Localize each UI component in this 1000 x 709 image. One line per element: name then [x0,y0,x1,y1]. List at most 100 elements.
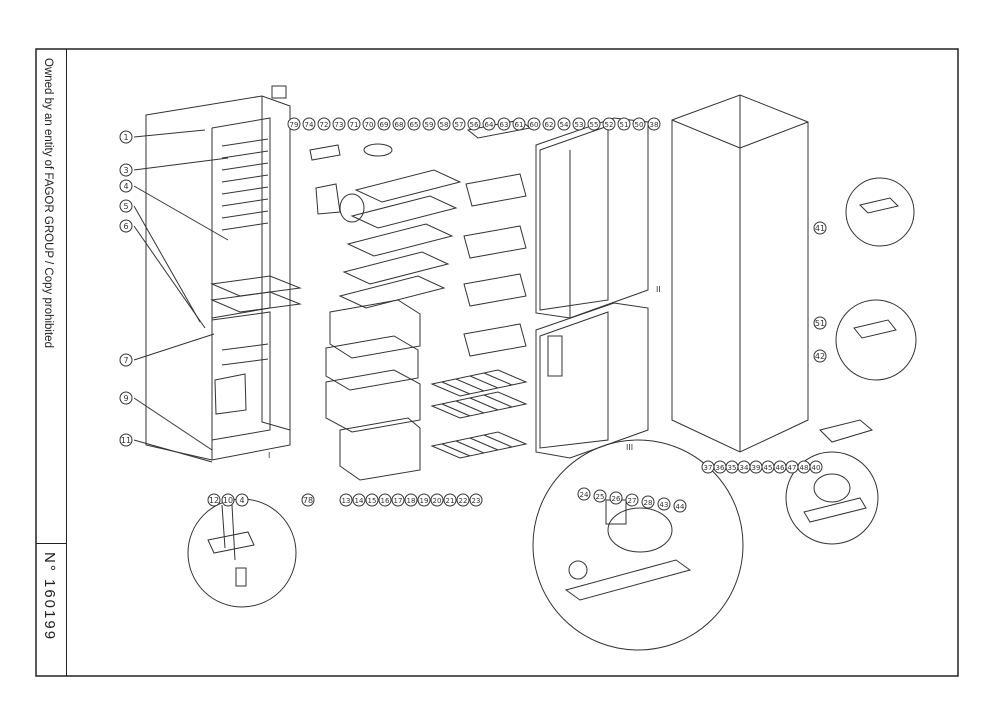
fridge-cabinet-open [145,95,302,461]
callout-circle [657,497,671,511]
callout-circle [577,487,591,501]
callout-circle [602,117,616,131]
callout-circle [527,117,541,131]
callout-65: 65 [410,121,419,129]
callout-circle [430,493,444,507]
callout-17: 17 [394,497,403,505]
callout-57: 57 [455,121,464,129]
callout-circle [456,493,470,507]
callout-61: 61 [515,121,524,129]
callout-58: 58 [440,121,449,129]
callout-79: 79 [290,121,299,129]
callout-circle [641,495,655,509]
detail-mark-iii: III [626,443,633,452]
callout-51: 51 [815,319,825,328]
callout-circle [542,117,556,131]
callout-circle [302,117,316,131]
callout-circle [809,460,823,474]
callout-circle [647,117,661,131]
callout-68: 68 [395,121,404,129]
callout-42: 42 [815,352,825,361]
callout-71: 71 [350,121,359,129]
callout-74: 74 [305,121,314,129]
callout-circle [332,117,346,131]
fridge-cabinet-closed [671,94,809,453]
callout-circle [452,117,466,131]
callout-circle [392,117,406,131]
callout-47: 47 [788,464,797,472]
callout-5: 5 [123,202,128,211]
callout-circle [572,117,586,131]
detail-mark-i: I [268,451,270,460]
callout-21: 21 [446,497,455,505]
callout-circle [673,499,687,513]
callout-25: 25 [596,493,605,501]
callout-9: 9 [123,394,128,403]
callout-circle [557,117,571,131]
callout-51: 51 [620,121,629,129]
callout-circle [365,493,379,507]
callout-48: 48 [800,464,809,472]
drawing-frame [35,48,959,677]
callout-circle [347,117,361,131]
callout-13: 13 [342,497,351,505]
callout-6: 6 [123,222,128,231]
callout-circle [467,117,481,131]
callout-63: 63 [500,121,509,129]
callout-15: 15 [368,497,377,505]
callout-3: 3 [123,166,128,175]
callout-24: 24 [580,491,589,499]
callout-53: 53 [575,121,584,129]
callout-circle [593,489,607,503]
callout-4: 4 [123,182,128,191]
callout-35: 35 [728,464,737,472]
callout-circle [317,117,331,131]
callout-54: 54 [560,121,569,129]
callout-circle [497,117,511,131]
callout-43: 43 [660,501,669,509]
callout-38: 38 [650,121,659,129]
callout-20: 20 [433,497,442,505]
title-block-divider [36,543,66,544]
callout-circle [339,493,353,507]
callout-62: 62 [545,121,554,129]
callout-55: 55 [590,121,599,129]
callout-16: 16 [381,497,390,505]
detail-mark-ii: II [656,285,661,294]
callout-18: 18 [407,497,416,505]
callout-44: 44 [676,503,685,511]
crisper-drawers [325,299,421,481]
callout-circle [407,117,421,131]
callout-10: 10 [223,496,233,505]
callout-19: 19 [420,497,429,505]
callout-1: 1 [123,133,128,142]
title-block-band [36,49,67,676]
callout-7: 7 [123,356,128,365]
callout-23: 23 [472,497,481,505]
callout-64: 64 [485,121,494,129]
callout-39: 39 [752,464,761,472]
door-bins [463,119,532,357]
callout-14: 14 [355,497,364,505]
callout-4b: 4 [239,496,244,505]
callout-circle [617,117,631,131]
fridge-door-upper [535,117,649,319]
callout-circle [625,493,639,507]
callout-circle [422,117,436,131]
callout-59: 59 [425,121,434,129]
glass-shelves [338,169,462,309]
callout-circle [469,493,483,507]
callout-circle [391,493,405,507]
document-number: N° 160199 [41,552,58,642]
callout-circle [404,493,418,507]
ownership-note: Owned by an entity of FAGOR GROUP / Copy… [42,58,54,348]
callout-52: 52 [605,121,614,129]
callout-circle [512,117,526,131]
callout-12: 12 [209,496,219,505]
fridge-door-lower [535,302,649,459]
callout-60: 60 [530,121,539,129]
callout-26: 26 [612,495,621,503]
